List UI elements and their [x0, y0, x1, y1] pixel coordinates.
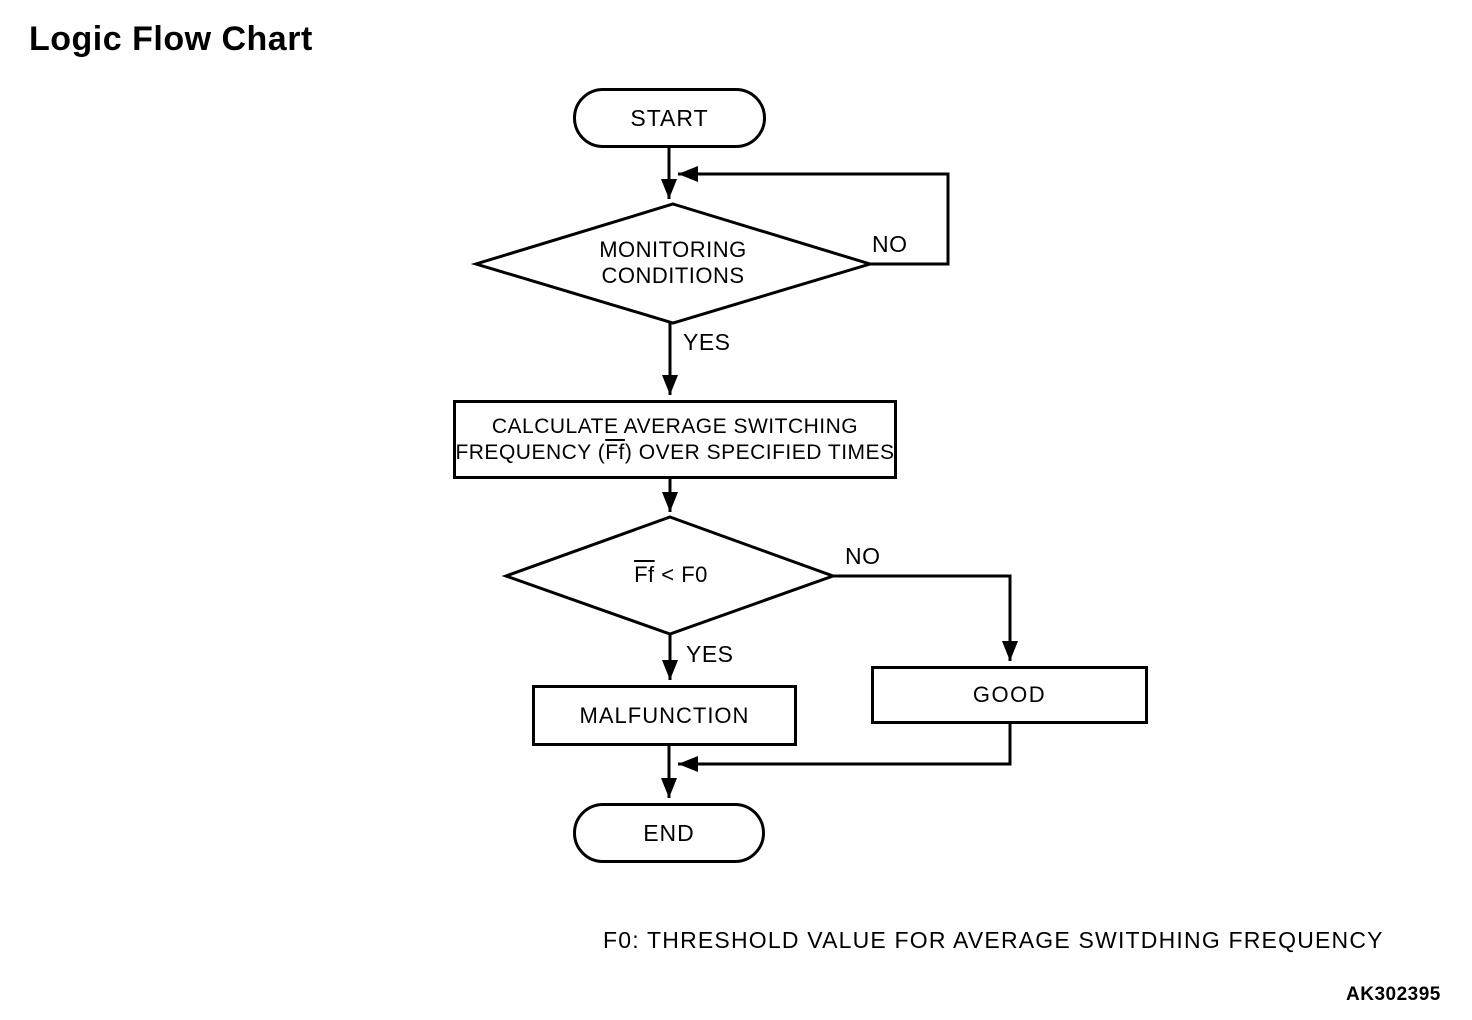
start-node: START — [573, 88, 766, 148]
threshold-no-label: NO — [845, 543, 881, 569]
calculate-step-line2: FREQUENCY (Ff) OVER SPECIFIED TIMES — [455, 440, 894, 466]
start-label: START — [630, 104, 709, 131]
threshold-decision-shape — [501, 515, 838, 636]
malfunction-node: MALFUNCTION — [532, 685, 797, 746]
threshold-definition-note: F0: THRESHOLD VALUE FOR AVERAGE SWITDHIN… — [603, 927, 1384, 953]
calculate-step-node: CALCULATE AVERAGE SWITCHING FREQUENCY (F… — [453, 400, 897, 479]
calculate-step-line2-prefix: FREQUENCY ( — [455, 440, 606, 464]
figure-code: AK302395 — [1346, 984, 1441, 1005]
monitoring-yes-label: YES — [683, 329, 731, 355]
malfunction-label: MALFUNCTION — [579, 702, 750, 728]
end-node: END — [573, 803, 765, 863]
monitoring-decision-label: MONITORING CONDITIONS — [475, 237, 871, 289]
monitoring-no-label: NO — [872, 231, 908, 257]
edge-threshold-no-to-good — [833, 574, 1018, 661]
monitoring-decision-line2: CONDITIONS — [601, 263, 745, 288]
threshold-decision-label: Ff < F0 — [506, 562, 836, 588]
edge-good-to-junction — [678, 724, 1012, 772]
edge-monitoring-no-loop — [678, 166, 950, 266]
threshold-condition-rest: < F0 — [654, 562, 708, 587]
page-title: Logic Flow Chart — [29, 20, 313, 58]
calculate-step-line1: CALCULATE AVERAGE SWITCHING — [491, 414, 859, 438]
end-label: END — [643, 819, 695, 846]
good-label: GOOD — [972, 682, 1047, 707]
good-node: GOOD — [871, 666, 1148, 724]
threshold-ff-overlined: Ff — [634, 562, 655, 587]
threshold-yes-label: YES — [686, 641, 734, 667]
calculate-step-ff-overlined: Ff — [605, 440, 625, 464]
monitoring-decision-line1: MONITORING — [599, 237, 747, 262]
monitoring-decision-shape — [470, 202, 876, 325]
calculate-step-line2-suffix: ) OVER SPECIFIED TIMES — [624, 440, 895, 464]
